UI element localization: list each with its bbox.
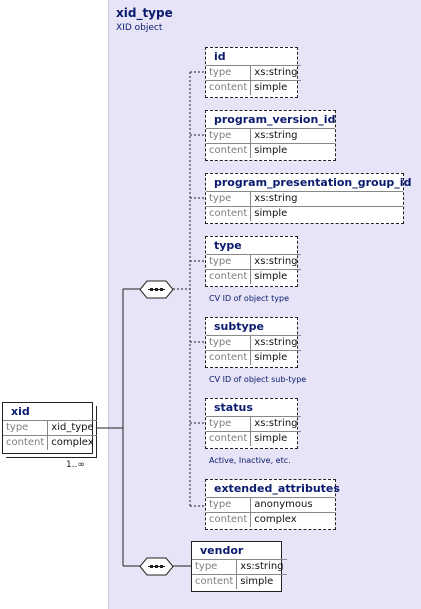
sequence-compositor-icon <box>139 557 174 576</box>
element-name: status <box>214 401 253 414</box>
field-label: content <box>206 80 252 95</box>
field-label: content <box>192 574 238 589</box>
element-name: vendor <box>200 544 244 557</box>
field-label: content <box>206 350 252 365</box>
field-label: type <box>206 65 252 81</box>
field-label: content <box>206 431 252 446</box>
element-note: Active, Inactive, etc. <box>209 456 291 465</box>
element-content: simple <box>250 80 301 95</box>
element-content: complex <box>250 512 335 527</box>
element-type: xid_type <box>47 420 97 436</box>
element-content: simple <box>250 350 301 365</box>
element-name: xid <box>11 405 30 418</box>
element-content: simple <box>236 574 287 589</box>
field-label: content <box>206 143 252 158</box>
element-content: simple <box>250 143 335 158</box>
sequence-compositor-icon <box>139 280 174 299</box>
element-content: complex <box>47 435 97 450</box>
complex-type-name: xid_type <box>116 6 173 20</box>
element-type: xs:string <box>250 335 301 351</box>
element-content: simple <box>250 206 403 221</box>
field-label: type <box>206 497 252 513</box>
field-label: type <box>206 254 252 270</box>
field-label: type <box>3 420 49 436</box>
field-label: content <box>3 435 49 450</box>
element-type: xs:string <box>250 65 301 81</box>
field-label: content <box>206 206 252 221</box>
element-name: id <box>214 50 226 63</box>
field-label: content <box>206 512 252 527</box>
element-content: simple <box>250 269 301 284</box>
field-label: type <box>206 416 252 432</box>
complex-type-description: XID object <box>116 23 163 33</box>
element-type: anonymous <box>250 497 335 513</box>
field-label: content <box>206 269 252 284</box>
element-type: xs:string <box>250 128 335 144</box>
field-label: type <box>206 335 252 351</box>
field-label: type <box>206 128 252 144</box>
root-element-xid[interactable]: xid type xid_type content complex <box>2 402 97 454</box>
field-label: type <box>206 191 252 207</box>
element-type: xs:string <box>250 416 301 432</box>
element-name: subtype <box>214 320 265 333</box>
multiplicity-label: 1..∞ <box>66 460 85 470</box>
field-label: type <box>192 559 238 575</box>
element-note: CV ID of object type <box>209 294 289 303</box>
element-type: xs:string <box>236 559 287 575</box>
element-type: xs:string <box>250 191 403 207</box>
element-name: program_version_id <box>214 113 336 126</box>
element-name: program_presentation_group_id <box>214 176 412 189</box>
element-name: type <box>214 239 242 252</box>
element-name: extended_attributes <box>214 482 340 495</box>
element-note: CV ID of object sub-type <box>209 375 307 384</box>
element-content: simple <box>250 431 301 446</box>
element-type: xs:string <box>250 254 301 270</box>
